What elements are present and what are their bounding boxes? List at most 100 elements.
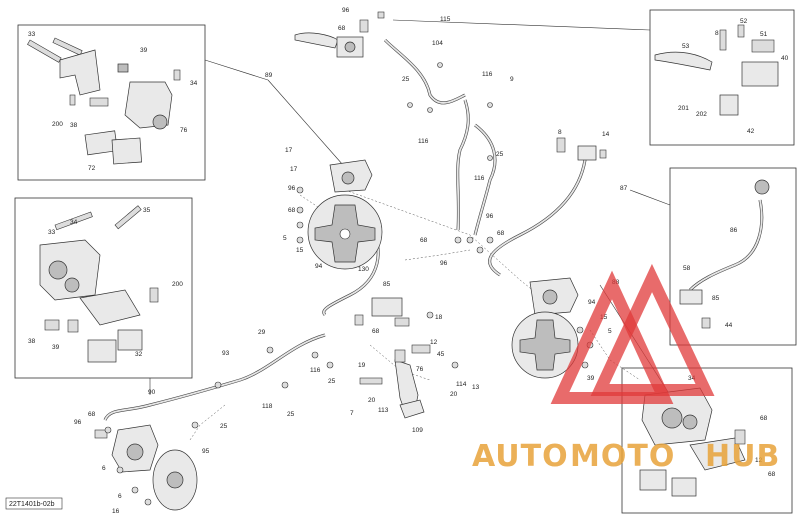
callout: 5 xyxy=(608,328,612,335)
callout: 6 xyxy=(118,493,122,500)
callout: 68 xyxy=(372,328,380,335)
callout-labels: 33 39 34 200 38 76 72 89 96 68 115 104 2… xyxy=(28,7,789,515)
callout: 17 xyxy=(290,166,298,173)
misc-fasteners xyxy=(104,62,594,506)
callout: 38 xyxy=(70,122,78,129)
watermark-triangle-icon-2 xyxy=(590,263,715,396)
callout: 68 xyxy=(497,230,505,237)
callout: 6 xyxy=(102,465,106,472)
callout: 33 xyxy=(28,31,36,38)
callout: 68 xyxy=(288,207,296,214)
callout: 17 xyxy=(285,147,293,154)
callout: 32 xyxy=(135,351,143,358)
callout: 200 xyxy=(52,121,63,128)
callout: 96 xyxy=(486,213,494,220)
callout: 20 xyxy=(450,391,458,398)
callout: 96 xyxy=(440,260,448,267)
callout: 86 xyxy=(730,227,738,234)
callout: 13 xyxy=(472,384,480,391)
callout: 8 xyxy=(558,129,562,136)
callout: 118 xyxy=(262,403,273,410)
callout: 34 xyxy=(688,375,696,382)
callout: 9 xyxy=(510,76,514,83)
callout: 25 xyxy=(496,151,504,158)
callout: 85 xyxy=(712,295,720,302)
callout: 45 xyxy=(437,351,445,358)
diagram-code-box xyxy=(5,497,63,510)
callout: 12 xyxy=(755,457,763,464)
callout: 68 xyxy=(760,415,768,422)
caliper-assembly-top-left xyxy=(27,37,181,165)
dashed-path-2 xyxy=(404,249,471,261)
callout: 85 xyxy=(383,281,391,288)
callout: 130 xyxy=(358,266,369,273)
callout: 34 xyxy=(190,80,198,87)
callout: 116 xyxy=(418,138,429,145)
leader-87 xyxy=(629,189,671,206)
callout: 14 xyxy=(602,131,610,138)
callout: 109 xyxy=(412,427,423,434)
callout: 42 xyxy=(747,128,755,135)
rear-master-cylinder-85 xyxy=(354,297,410,327)
automotohub-watermark: AUTO MOTO HUB xyxy=(472,263,780,474)
callout: 25 xyxy=(402,76,410,83)
callout: 35 xyxy=(143,207,151,214)
callout: 58 xyxy=(683,265,691,272)
caliper-assembly-mid-left xyxy=(39,205,159,363)
leader-89b xyxy=(267,79,344,166)
callout: 53 xyxy=(682,43,690,50)
callout: 116 xyxy=(482,71,493,78)
callout: 39 xyxy=(52,344,60,351)
brake-line-87 xyxy=(488,159,587,277)
callout: 200 xyxy=(172,281,183,288)
callout: 68 xyxy=(88,411,96,418)
callout: 96 xyxy=(74,419,82,426)
callout: 116 xyxy=(474,175,485,182)
brake-pedal-109 xyxy=(359,344,431,419)
callout: 96 xyxy=(288,185,296,192)
inset-right-reservoir xyxy=(669,167,797,346)
callout: 39 xyxy=(140,47,148,54)
watermark-triangle-icon xyxy=(550,270,674,404)
callout: 76 xyxy=(180,127,188,134)
callout: 95 xyxy=(202,448,210,455)
callout: 51 xyxy=(760,31,768,38)
callout: 5 xyxy=(283,235,287,242)
callout: 104 xyxy=(432,40,443,47)
callout: 114 xyxy=(456,381,467,388)
callout: 90 xyxy=(148,389,156,396)
callout: 96 xyxy=(342,7,350,14)
diagram-code: 22T1401b-02b xyxy=(9,501,55,508)
callout: 116 xyxy=(310,367,321,374)
callout: 7 xyxy=(350,410,354,417)
callout: 39 xyxy=(587,375,595,382)
callout: 76 xyxy=(416,366,424,373)
reservoir-8-14 xyxy=(556,137,607,161)
callout: 25 xyxy=(220,423,228,430)
callout: 33 xyxy=(48,229,56,236)
brake-disc-95 xyxy=(152,449,198,511)
front-caliper-center xyxy=(329,159,373,193)
callout: 19 xyxy=(358,362,366,369)
callout: 44 xyxy=(725,322,733,329)
callout: 89 xyxy=(265,72,273,79)
callout: 202 xyxy=(696,111,707,118)
callout: 20 xyxy=(368,397,376,404)
reservoir-inset-parts xyxy=(679,179,770,329)
watermark-text-auto: AUTO xyxy=(472,439,569,474)
callout: 201 xyxy=(678,105,689,112)
watermark-text-hub: HUB xyxy=(705,439,780,474)
rear-caliper-bottom-left xyxy=(94,424,159,473)
callout: 25 xyxy=(287,411,295,418)
leader-89 xyxy=(204,59,269,81)
callout: 68 xyxy=(768,471,776,478)
master-cylinder-rear-inset xyxy=(654,24,779,116)
callout: 68 xyxy=(338,25,346,32)
brake-line-104 xyxy=(383,38,466,105)
callout: 94 xyxy=(588,299,596,306)
callout: 68 xyxy=(420,237,428,244)
callout: 15 xyxy=(296,247,304,254)
callout: 115 xyxy=(440,16,451,23)
callout: 15 xyxy=(600,314,608,321)
callout: 12 xyxy=(430,339,438,346)
